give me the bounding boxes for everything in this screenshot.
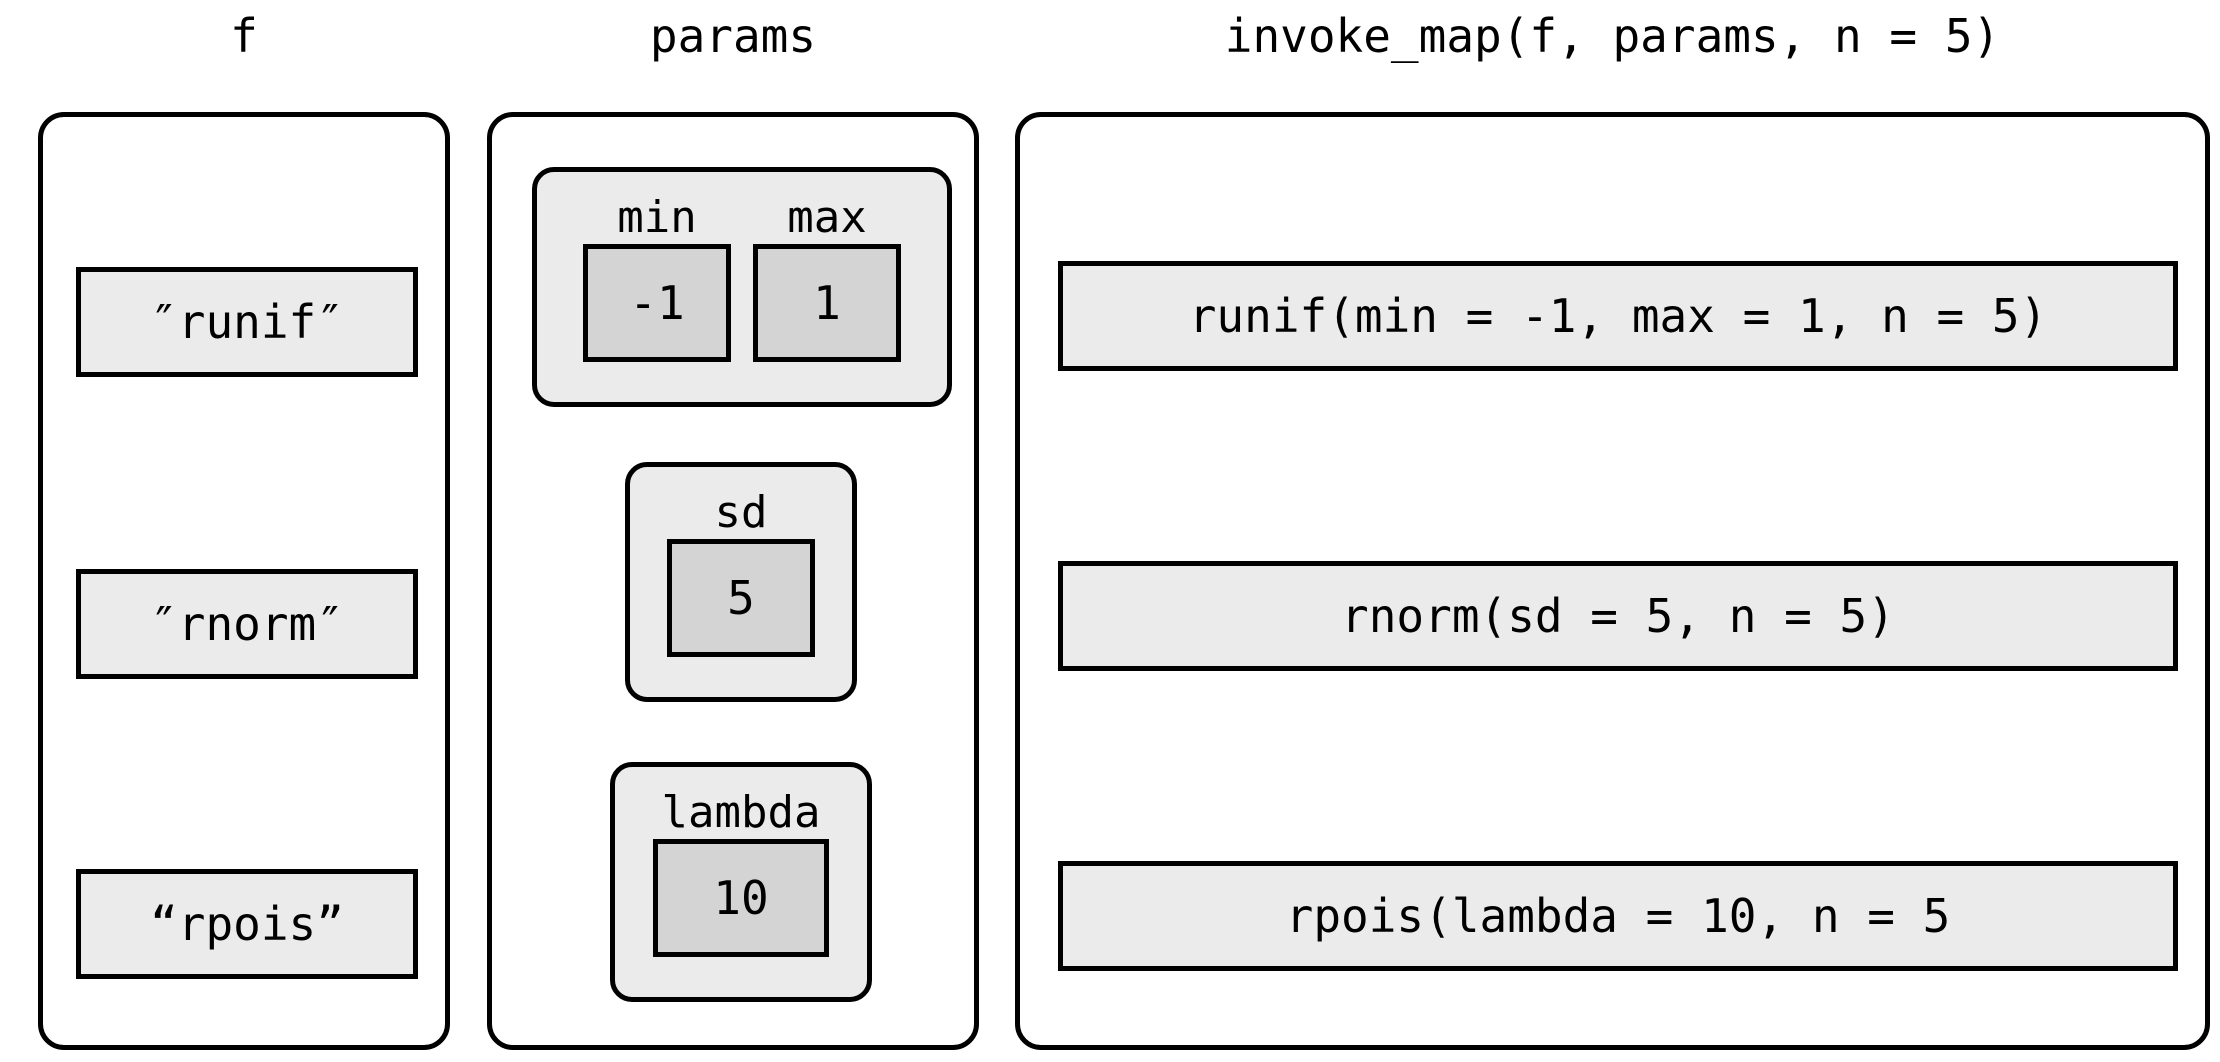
- param-slot-sd[interactable]: sd 5: [667, 487, 815, 657]
- param-value-sd[interactable]: 5: [667, 539, 815, 657]
- param-value-max[interactable]: 1: [753, 244, 901, 362]
- column-header-params: params: [649, 9, 817, 63]
- param-slot-lambda[interactable]: lambda 10: [653, 787, 829, 957]
- param-value-lambda[interactable]: 10: [653, 839, 829, 957]
- param-slot-min[interactable]: min -1: [583, 192, 731, 362]
- column-header-f: f: [230, 9, 258, 63]
- param-group-rnorm[interactable]: sd 5: [625, 462, 857, 702]
- result-item-runif[interactable]: runif(min = -1, max = 1, n = 5): [1058, 261, 2178, 371]
- invoke-map-column-container: runif(min = -1, max = 1, n = 5) rnorm(sd…: [1015, 112, 2210, 1050]
- f-column-container: ″runif″ ″rnorm″ “rpois”: [38, 112, 450, 1050]
- param-label-min: min: [617, 192, 697, 243]
- f-item-rpois[interactable]: “rpois”: [76, 869, 418, 979]
- param-label-max: max: [787, 192, 867, 243]
- f-item-runif[interactable]: ″runif″: [76, 267, 418, 377]
- param-slot-max[interactable]: max 1: [753, 192, 901, 362]
- param-label-lambda: lambda: [661, 787, 821, 838]
- result-item-rnorm[interactable]: rnorm(sd = 5, n = 5): [1058, 561, 2178, 671]
- f-item-rnorm[interactable]: ″rnorm″: [76, 569, 418, 679]
- param-value-min[interactable]: -1: [583, 244, 731, 362]
- param-label-sd: sd: [714, 487, 768, 538]
- column-header-invoke-map: invoke_map(f, params, n = 5): [1224, 9, 2001, 63]
- params-column-container: min -1 max 1 sd 5 lambda 10: [487, 112, 979, 1050]
- result-item-rpois[interactable]: rpois(lambda = 10, n = 5: [1058, 861, 2178, 971]
- param-group-runif[interactable]: min -1 max 1: [532, 167, 952, 407]
- param-group-rpois[interactable]: lambda 10: [610, 762, 872, 1002]
